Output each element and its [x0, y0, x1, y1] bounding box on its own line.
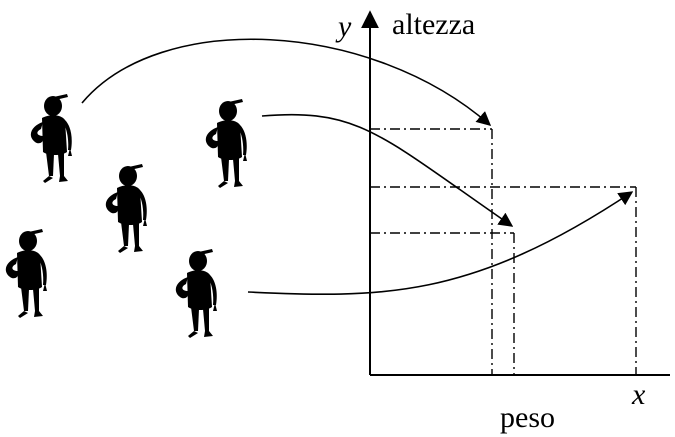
person-icon-5 [176, 249, 217, 338]
person-icon-3 [106, 164, 147, 253]
arrow-person2-to-point [262, 115, 512, 226]
y-axis-label: altezza [392, 8, 475, 41]
projection-guides [370, 129, 636, 375]
y-axis-symbol: y [335, 10, 352, 43]
x-axis-symbol: x [631, 378, 646, 411]
person-icon-2 [206, 99, 247, 188]
arrow-person1-to-point [82, 39, 490, 125]
person-icon-4 [6, 229, 47, 318]
mapping-arrows [82, 39, 632, 294]
arrow-person5-to-point [248, 192, 632, 294]
x-axis-label: peso [500, 401, 555, 434]
person-icon-1 [31, 94, 72, 183]
